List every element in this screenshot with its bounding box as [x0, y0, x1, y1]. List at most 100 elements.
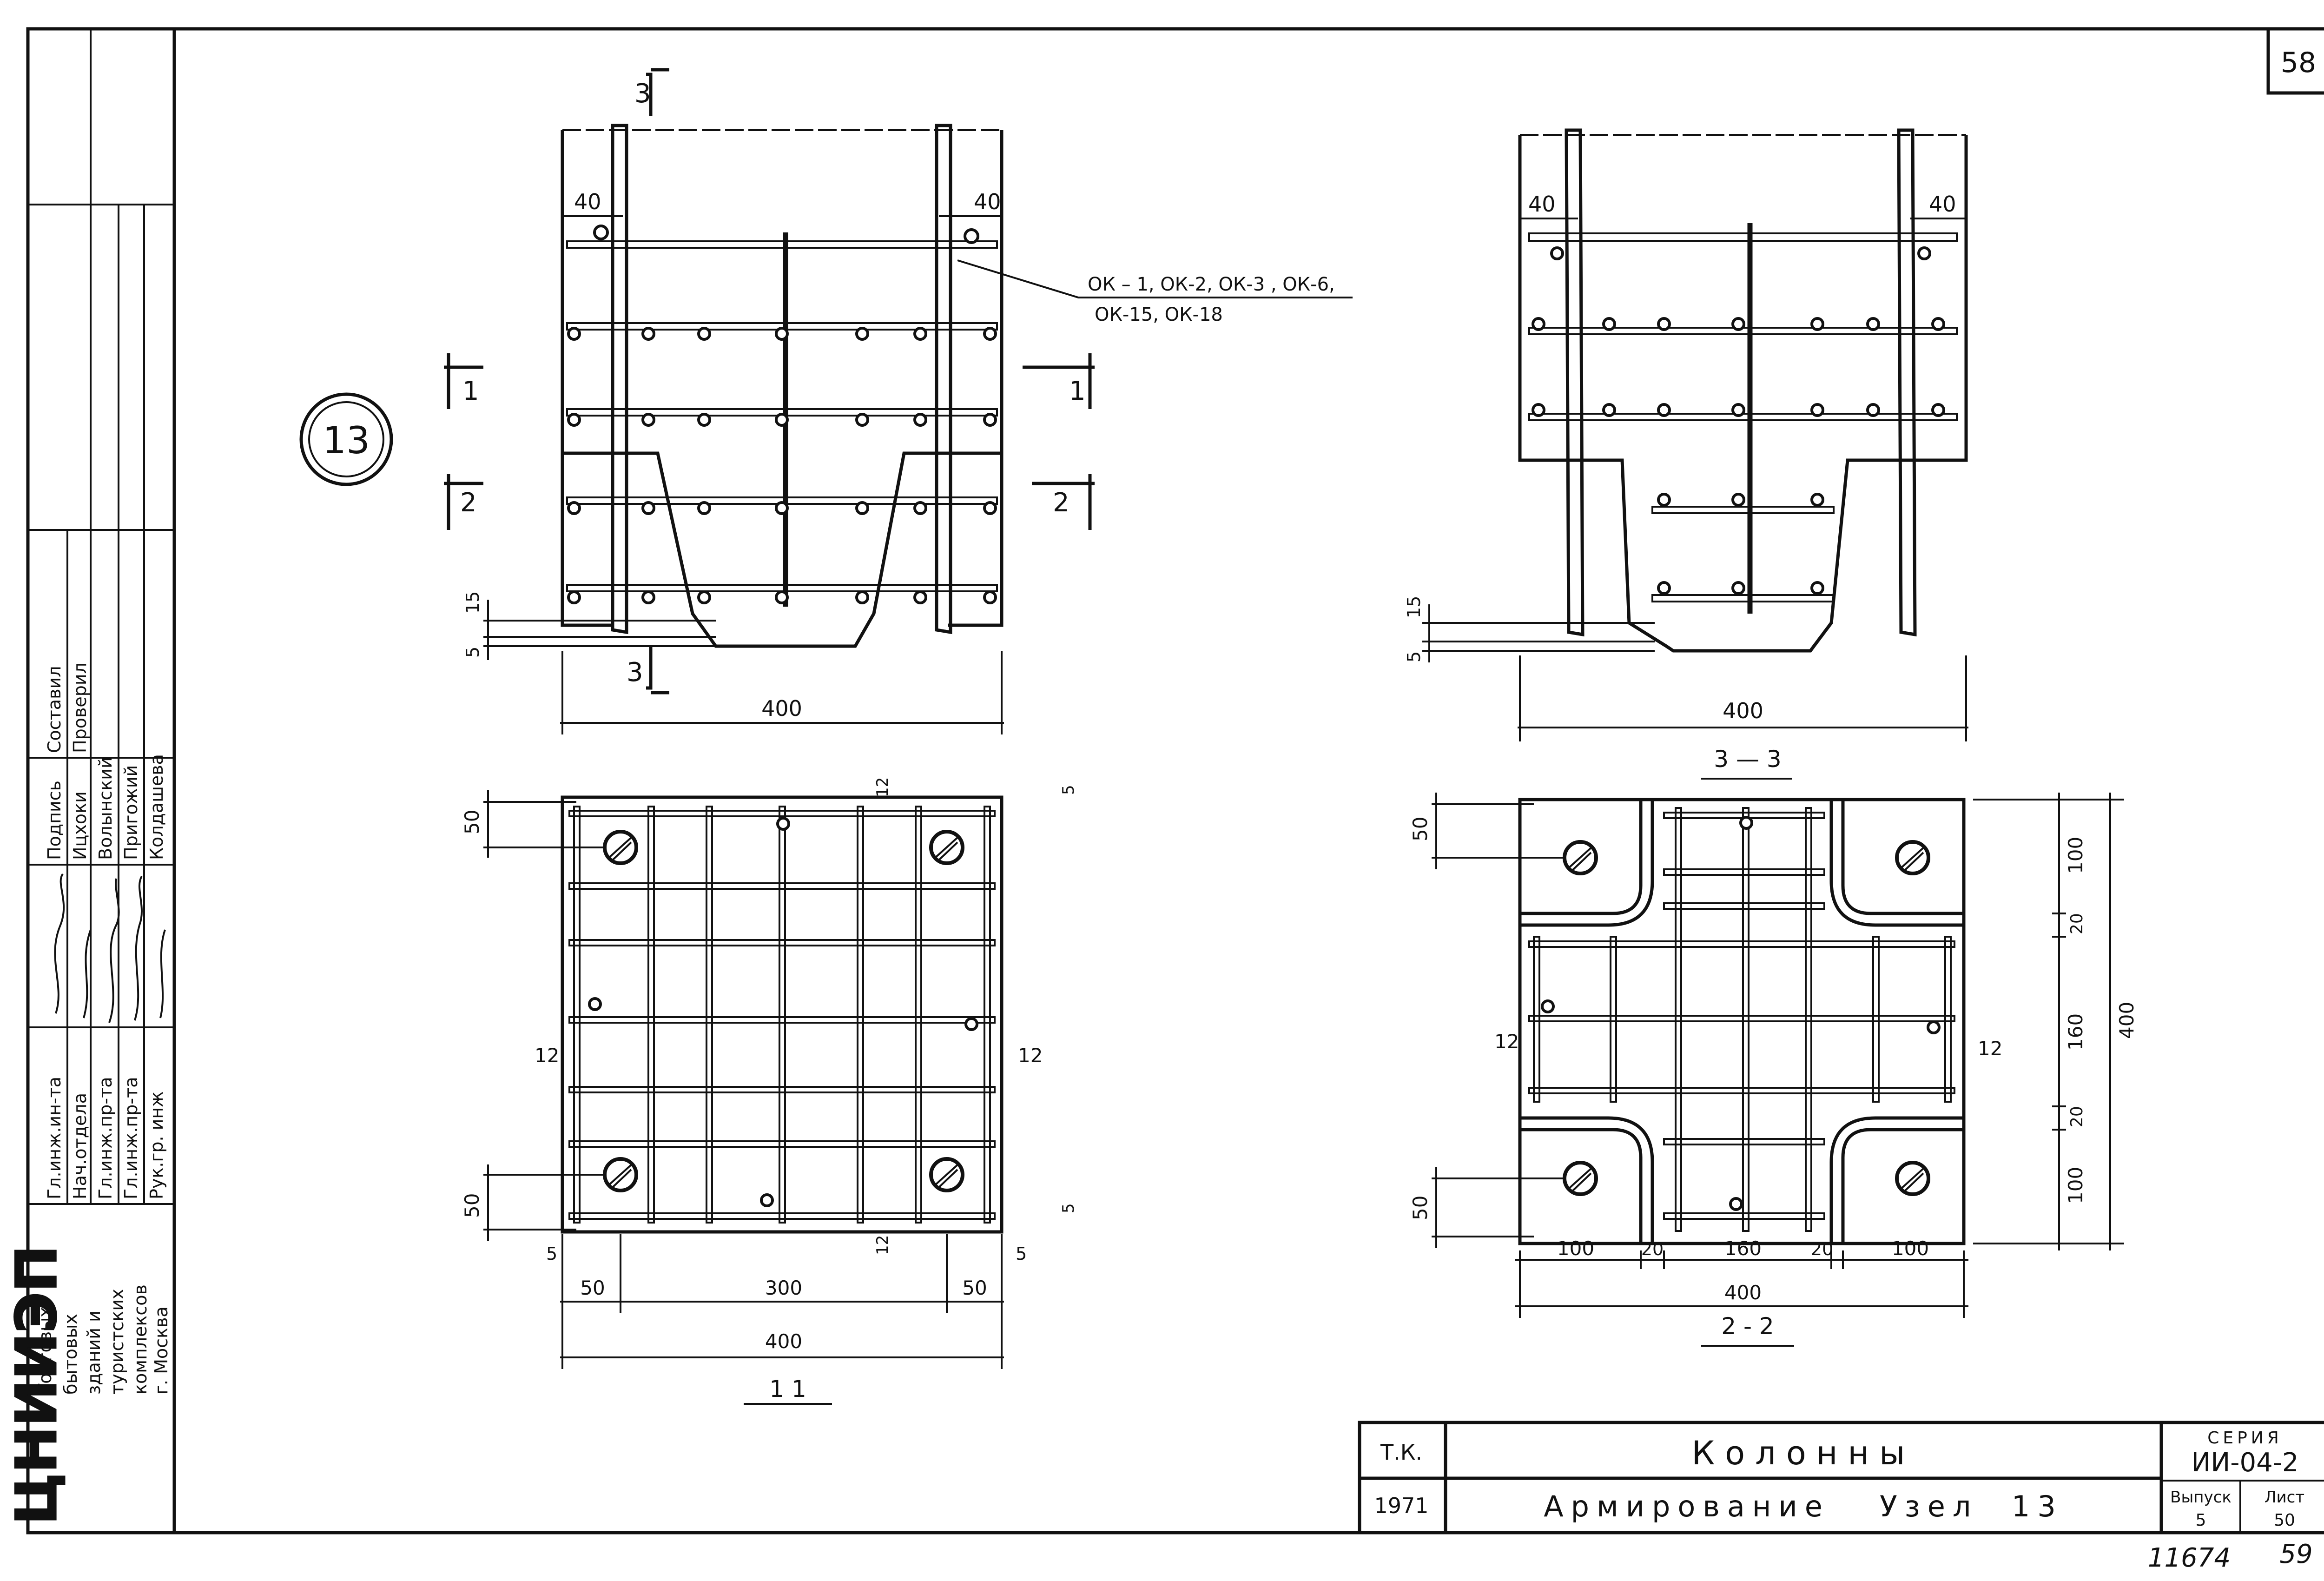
stamp-org-3: туристских	[107, 1289, 127, 1395]
s11-horizontal-ties	[568, 810, 996, 1220]
stamp-institute: ЦНИИЭП	[5, 1245, 69, 1525]
s11-dim-50-left: 50	[580, 1277, 605, 1299]
s11-dim-50-top: 50	[461, 810, 483, 834]
elevation-bar-dots	[567, 225, 997, 604]
s33-dim-40-right: 40	[1929, 192, 1956, 217]
s33-dim-15: 15	[1404, 596, 1424, 618]
s22-dim-100-b: 100	[2064, 1167, 2087, 1204]
series-value: ИИ-04-2	[2191, 1448, 2298, 1478]
sheet-frame	[26, 27, 2324, 1535]
stamp-position-3: Гл.инж.пр-та	[121, 1077, 141, 1200]
side-stamp	[28, 29, 174, 1205]
s22-dim-20-b: 20	[2067, 1106, 2086, 1127]
s11-main-bars	[588, 817, 978, 1207]
s11-dim-5-left: 5	[546, 1244, 557, 1264]
s11-dim-12-bottom: 12	[873, 1235, 892, 1255]
section-3-3-view	[1422, 128, 1968, 780]
drawing-title: Колонны	[1692, 1434, 1915, 1472]
section-1-1-labels: 1 1 50 50 12 12 12 12 5 5 5 5 50 300 50 …	[461, 777, 1078, 1402]
year: 1971	[1374, 1493, 1428, 1518]
footer-handwritten-2: 59	[2279, 1539, 2312, 1569]
s22-dim-20-h2: 20	[1811, 1239, 1833, 1259]
drawing-subtitle: Армирование Узел 13	[1544, 1489, 2063, 1523]
dim-15: 15	[462, 591, 483, 614]
s22-dim-20-a: 20	[2067, 913, 2086, 934]
s22-dim-160-v: 160	[2064, 1013, 2087, 1051]
stamp-drawn-label: Составил	[44, 666, 65, 753]
s22-dim-12-right: 12	[1978, 1037, 2002, 1060]
stamp-org-5: г. Москва	[151, 1306, 172, 1395]
stamp-position-4: Рук.гр. инж	[146, 1091, 167, 1199]
stamp-position-0: Гл.инж.ин-та	[44, 1077, 65, 1199]
dim-40-left: 40	[574, 189, 601, 214]
stamp-position-2: Гл.инж.пр-та	[95, 1077, 116, 1200]
s22-dim-100-a: 100	[2064, 837, 2087, 874]
s33-dim-5: 5	[1404, 651, 1424, 662]
sheet-value: 50	[2274, 1511, 2295, 1530]
s11-vertical-ties	[573, 806, 991, 1224]
section-2-2-view	[1432, 793, 2124, 1347]
stamp-org-2: зданий и	[84, 1310, 104, 1395]
section-3-3-title: 3 — 3	[1714, 746, 1781, 773]
sheet-label: Лист	[2265, 1488, 2304, 1507]
stamp-signatures-header: Подпись	[44, 781, 65, 860]
section-2-left-label: 2	[460, 488, 477, 518]
page-number: 58	[2281, 46, 2316, 79]
footer-handwritten: 11674	[2148, 1543, 2231, 1573]
s33-dim-400: 400	[1723, 698, 1763, 723]
dim-5: 5	[462, 647, 483, 658]
s11-dim-12-left: 12	[535, 1044, 559, 1067]
stamp-org-1: бытовых	[60, 1314, 81, 1395]
stamp-org-4: комплексов	[130, 1284, 151, 1395]
elevation-labels: 3 3 1 1 2 2 40 40 15 5 400 ОК – 1, ОК-2,…	[460, 79, 1335, 721]
s11-dim-5-top: 5	[1059, 785, 1078, 795]
title-block	[1358, 1421, 2324, 1535]
section-3-3-labels: 3 — 3 40 40 15 5 400	[1404, 192, 1956, 773]
elevation-view	[444, 68, 1353, 734]
node-number-marker	[299, 392, 393, 486]
s22-dim-100-h1: 100	[1557, 1237, 1594, 1260]
section-1-right-label: 1	[1069, 376, 1086, 406]
s11-dim-400: 400	[765, 1330, 802, 1353]
dim-400: 400	[761, 696, 802, 721]
s11-dim-50-right: 50	[962, 1277, 987, 1299]
s33-dim-40-left: 40	[1528, 192, 1556, 217]
section-1-1-title: 1 1	[769, 1376, 806, 1402]
s11-dim-12-top: 12	[873, 777, 892, 797]
issue-label: Выпуск	[2170, 1488, 2232, 1507]
section-2-2-labels: 2 - 2 50 50 12 12 100 20 160 20 100 400 …	[1409, 817, 2138, 1340]
s22-dim-20-h1: 20	[1641, 1239, 1664, 1259]
series-label: СЕРИЯ	[2207, 1429, 2283, 1448]
s22-dim-50-top: 50	[1409, 817, 1432, 841]
node-number: 13	[323, 419, 370, 462]
s22-dim-12-left: 12	[1494, 1030, 1519, 1053]
s11-dim-5-right: 5	[1016, 1244, 1027, 1264]
s11-dim-12-right: 12	[1018, 1044, 1043, 1067]
section-1-1-view	[483, 790, 1004, 1405]
stamp-checked-label: Проверил	[70, 662, 90, 753]
signature-scribble	[54, 873, 166, 1023]
s22-dim-400-h: 400	[1724, 1281, 1762, 1304]
s11-dim-300: 300	[765, 1277, 802, 1299]
section-2-2-title: 2 - 2	[1721, 1313, 1774, 1340]
s22-dim-160-h: 160	[1724, 1237, 1762, 1260]
s22-dim-50-bottom: 50	[1409, 1196, 1432, 1220]
stamp-name-2: Пригожий	[121, 765, 141, 860]
stamp-position-1: Нач.отдела	[70, 1093, 90, 1199]
section-3-bottom-label: 3	[627, 657, 643, 688]
stamp-org-0: Торговых	[35, 1307, 55, 1395]
section-3-top-label: 3	[634, 79, 651, 109]
issue-value: 5	[2196, 1511, 2206, 1530]
callout-line-1: ОК – 1, ОК-2, ОК-3 , ОК-6,	[1088, 274, 1335, 295]
section-1-left-label: 1	[462, 376, 479, 406]
stamp-name-0: Ицхоки	[70, 791, 90, 860]
tk-label: Т.К.	[1380, 1440, 1422, 1465]
s22-dim-400-v: 400	[2115, 1002, 2138, 1039]
s22-dim-100-h2: 100	[1892, 1237, 1929, 1260]
s11-dim-5-bottom: 5	[1059, 1203, 1078, 1213]
dim-40-right: 40	[974, 189, 1001, 214]
stamp-name-1: Волынский	[95, 757, 116, 860]
callout-line-2: ОК-15, ОК-18	[1095, 304, 1223, 325]
side-stamp-text: Составил Проверил Гл.инж.ин-та Нач.отдел…	[4, 662, 172, 1525]
